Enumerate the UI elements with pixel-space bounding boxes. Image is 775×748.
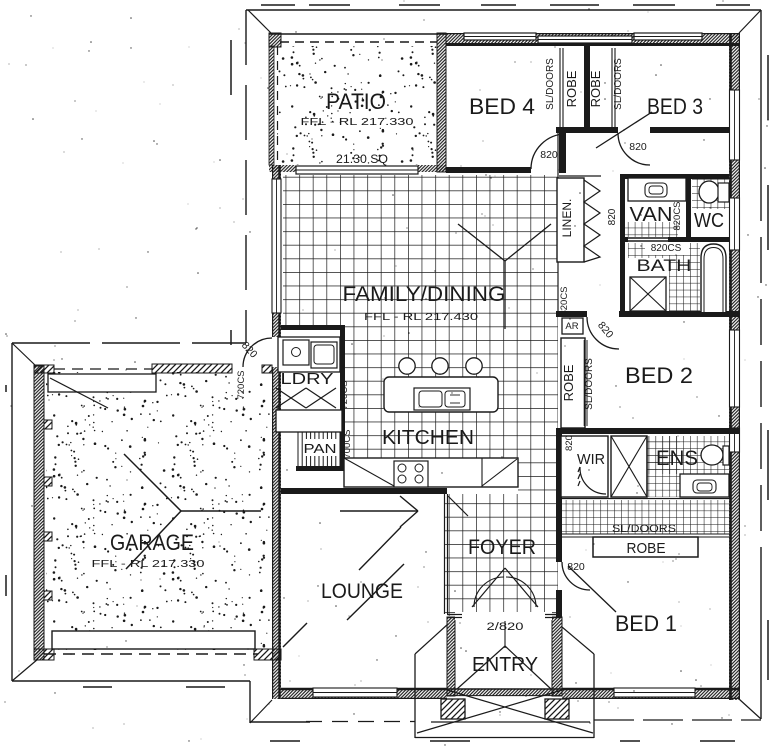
svg-text:FFL - RL 217.430: FFL - RL 217.430 bbox=[364, 311, 478, 323]
svg-text:SL/DOORS: SL/DOORS bbox=[545, 58, 556, 110]
svg-text:WIR: WIR bbox=[577, 451, 605, 468]
svg-text:ENTRY: ENTRY bbox=[472, 654, 538, 676]
svg-text:AR: AR bbox=[565, 321, 578, 332]
svg-text:BED 4: BED 4 bbox=[469, 94, 535, 119]
svg-text:KITCHEN: KITCHEN bbox=[382, 427, 474, 449]
svg-text:BED 3: BED 3 bbox=[647, 94, 703, 119]
svg-text:SL/DOORS: SL/DOORS bbox=[584, 358, 595, 410]
svg-text:WC: WC bbox=[694, 210, 724, 232]
svg-text:BED 1: BED 1 bbox=[615, 611, 677, 636]
svg-text:BED 2: BED 2 bbox=[625, 363, 693, 388]
svg-text:FFL - RL 217.330: FFL - RL 217.330 bbox=[301, 116, 414, 128]
svg-text:SL/DOORS: SL/DOORS bbox=[613, 58, 624, 110]
svg-text:PAN: PAN bbox=[304, 441, 337, 456]
svg-text:ROBE: ROBE bbox=[564, 70, 579, 107]
svg-text:700CS: 700CS bbox=[342, 429, 353, 458]
svg-text:FAMILY/DINING: FAMILY/DINING bbox=[343, 282, 506, 306]
svg-text:BATH: BATH bbox=[637, 256, 692, 275]
svg-text:FOYER: FOYER bbox=[468, 535, 536, 559]
svg-text:SL/DOORS: SL/DOORS bbox=[612, 523, 676, 535]
svg-text:820CS: 820CS bbox=[672, 201, 683, 230]
svg-text:ROBE: ROBE bbox=[561, 364, 576, 401]
svg-text:ROBE: ROBE bbox=[588, 70, 603, 107]
svg-text:820: 820 bbox=[564, 435, 575, 451]
svg-text:GARAGE: GARAGE bbox=[110, 530, 194, 555]
svg-text:FFL - RL 217.330: FFL - RL 217.330 bbox=[92, 558, 205, 570]
svg-text:VAN: VAN bbox=[630, 204, 673, 226]
svg-text:21.30 SQ: 21.30 SQ bbox=[336, 154, 388, 166]
svg-text:2/820: 2/820 bbox=[487, 621, 524, 633]
svg-text:820: 820 bbox=[567, 561, 585, 573]
svg-text:LDRY: LDRY bbox=[281, 371, 334, 388]
svg-text:LINEN.: LINEN. bbox=[560, 199, 574, 238]
svg-text:820: 820 bbox=[629, 141, 647, 153]
svg-text:820: 820 bbox=[607, 208, 618, 225]
svg-text:720CS: 720CS bbox=[236, 370, 247, 399]
svg-text:LOUNGE: LOUNGE bbox=[321, 579, 403, 603]
svg-text:820: 820 bbox=[540, 149, 558, 161]
svg-text:PATIO: PATIO bbox=[326, 89, 386, 114]
svg-text:ROBE: ROBE bbox=[627, 541, 666, 557]
svg-text:ENS: ENS bbox=[656, 447, 698, 470]
svg-text:820CS: 820CS bbox=[651, 243, 682, 254]
svg-text:820CS: 820CS bbox=[559, 286, 570, 315]
svg-text:720CS: 720CS bbox=[339, 380, 350, 409]
